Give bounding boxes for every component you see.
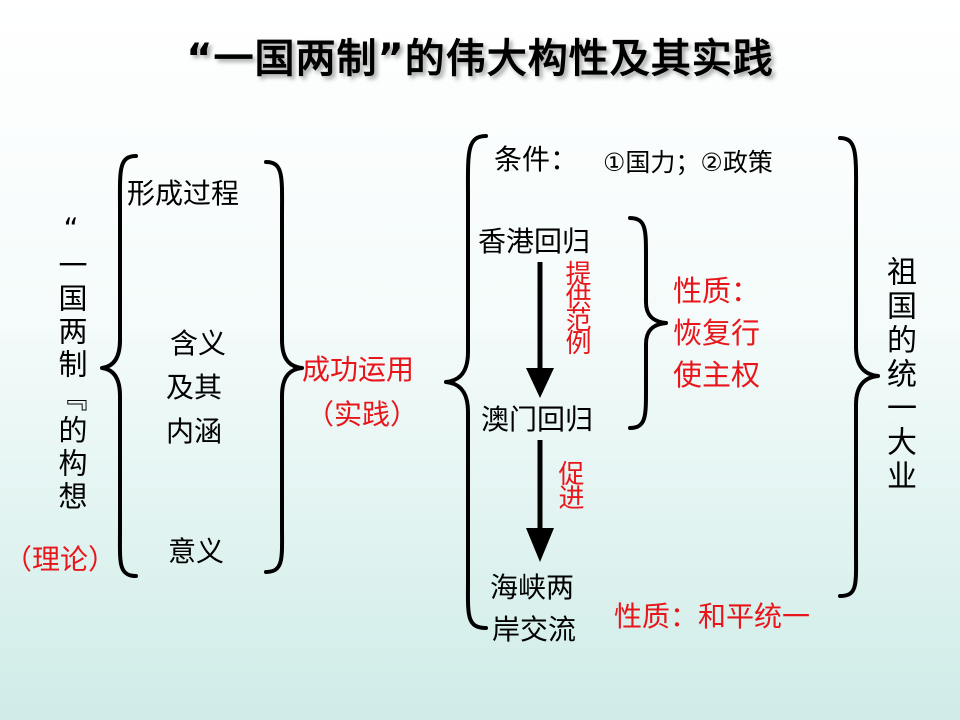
application-line1: 成功运用	[302, 353, 415, 386]
meaning-line2: 及其	[166, 371, 223, 404]
page-title: “一国两制”的伟大构性及其实践	[186, 36, 774, 82]
meaning-line1: 含义	[170, 327, 227, 360]
hk-macau-close-brace	[628, 216, 668, 430]
left-close-brace-path	[264, 160, 304, 574]
left-close-brace	[264, 160, 304, 574]
significance: 意义	[168, 535, 225, 568]
nature1-line3: 使主权	[673, 358, 761, 392]
conditions-items: ①国力；②政策	[603, 148, 773, 177]
nature1-line2: 恢复行	[673, 316, 761, 350]
reunification-label: 祖国的统一大业	[881, 256, 916, 494]
down-arrow-1	[526, 262, 554, 398]
middle-open-brace	[444, 134, 488, 630]
down-arrow-2-head	[526, 528, 554, 562]
right-close-brace-path	[838, 136, 880, 598]
arrow2-label: 促进	[554, 460, 584, 508]
down-arrow-2	[526, 440, 554, 562]
strait-line2: 岸交流	[492, 613, 577, 646]
arrow1-label: 提供范例	[561, 260, 591, 352]
right-close-brace	[838, 136, 880, 598]
application-line2: （实践）	[306, 398, 419, 431]
nature1-line1: 性质：	[673, 274, 761, 308]
conditions-label: 条件：	[494, 143, 579, 176]
formation-process: 形成过程	[127, 177, 240, 210]
hk-macau-close-brace-path	[628, 216, 668, 430]
left-open-brace-path	[100, 154, 138, 578]
middle-open-brace-path	[444, 134, 488, 630]
meaning-line3: 内涵	[166, 415, 223, 448]
hong-kong-return: 香港回归	[478, 225, 591, 258]
left-open-brace	[100, 154, 138, 578]
theory-note: （理论）	[4, 543, 117, 576]
nature2: 性质：和平统一	[614, 600, 811, 633]
macau-return: 澳门回归	[481, 403, 594, 436]
strait-line1: 海峡两	[490, 571, 575, 604]
down-arrow-1-head	[526, 368, 554, 398]
theory-label: “一国两制『的构想	[54, 212, 88, 514]
